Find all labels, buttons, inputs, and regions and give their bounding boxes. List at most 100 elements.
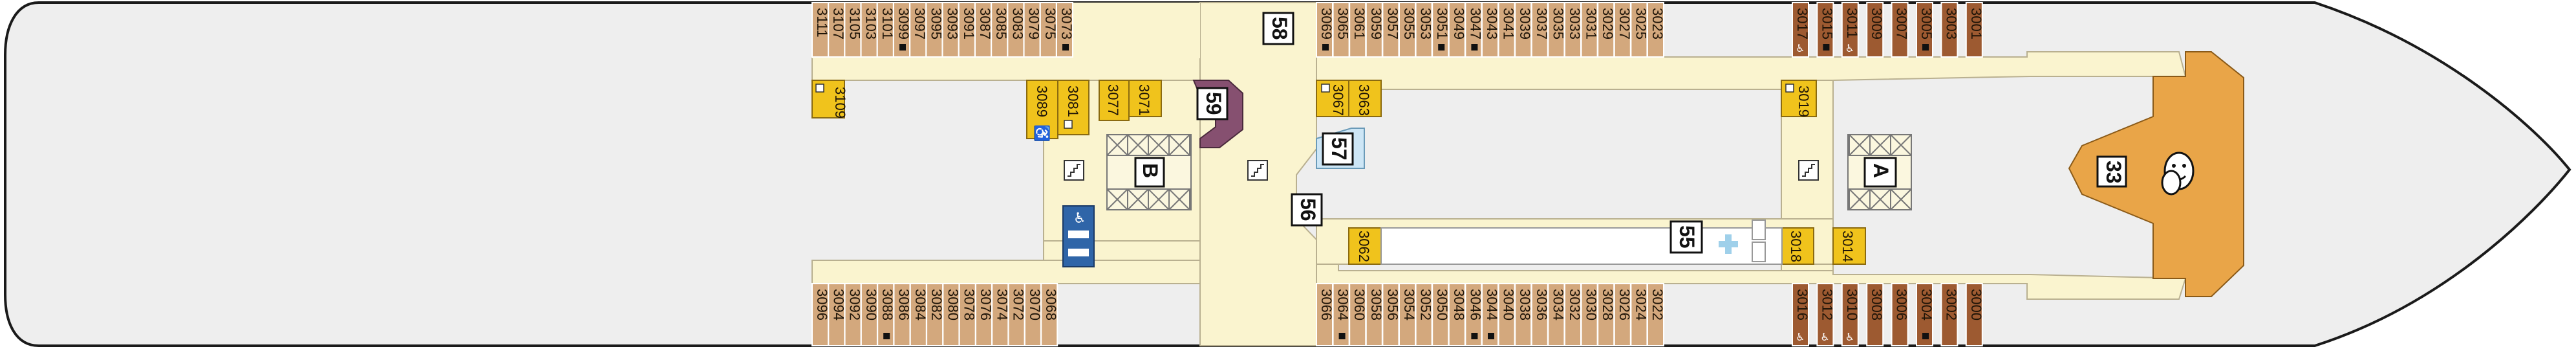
suite-3019[interactable]: 3019 [1781,80,1817,117]
suite-3089[interactable]: 3089 ♿ [1026,80,1058,142]
suite-3109[interactable]: 3109 [811,80,848,118]
cabin-3026[interactable]: 3026 [1613,283,1633,346]
cabin-3065[interactable]: 3065 [1332,2,1351,58]
area-56[interactable]: 56 [1291,193,1323,227]
suite-3018[interactable]: 3018 [1781,227,1814,265]
cabin-3000[interactable]: 3000 [1965,283,1984,346]
cabin-3046[interactable]: 3046 [1465,283,1483,346]
cabin-3101[interactable]: 3101 [876,2,896,58]
cabin-3105[interactable]: 3105 [844,2,863,58]
cabin-3048[interactable]: 3048 [1448,283,1467,346]
cabin-3052[interactable]: 3052 [1415,283,1434,346]
cabin-3084[interactable]: 3084 [909,283,928,346]
area-59[interactable]: 59 [1192,80,1243,148]
cabin-3031[interactable]: 3031 [1580,2,1600,58]
cabin-3032[interactable]: 3032 [1564,283,1583,346]
cabin-3058[interactable]: 3058 [1365,283,1384,346]
cabin-3003[interactable]: 3003 [1940,2,1959,58]
cabin-3064[interactable]: 3064 [1332,283,1351,346]
cabin-3078[interactable]: 3078 [958,283,978,346]
cabin-3034[interactable]: 3034 [1547,283,1566,346]
cabin-3085[interactable]: 3085 [991,2,1009,58]
cabin-3016[interactable]: 3016♿ [1792,283,1810,346]
cabin-3057[interactable]: 3057 [1382,2,1401,58]
cabin-3023[interactable]: 3023 [1647,2,1666,58]
cabin-3001[interactable]: 3001 [1965,2,1984,58]
cabin-3094[interactable]: 3094 [828,283,846,346]
cabin-3083[interactable]: 3083 [1007,2,1025,58]
cabin-3029[interactable]: 3029 [1597,2,1616,58]
cabin-3004[interactable]: 3004 [1916,283,1935,346]
area-57-medical[interactable]: 57 [1316,128,1365,169]
suite-3063[interactable]: 3063 [1348,80,1382,117]
cabin-3036[interactable]: 3036 [1530,283,1550,346]
cabin-3066[interactable]: 3066 [1316,283,1335,346]
cabin-3053[interactable]: 3053 [1415,2,1434,58]
cabin-3011[interactable]: 3011♿ [1841,2,1860,58]
cabin-3079[interactable]: 3079 [1023,2,1042,58]
cabin-3096[interactable]: 3096 [811,283,830,346]
cabin-3028[interactable]: 3028 [1597,283,1616,346]
area-58[interactable]: 58 [1262,12,1294,45]
cabin-3051[interactable]: 3051 [1432,2,1450,58]
cabin-3059[interactable]: 3059 [1365,2,1384,58]
cabin-3068[interactable]: 3068 [1040,283,1059,346]
cabin-3097[interactable]: 3097 [909,2,928,58]
cabin-3040[interactable]: 3040 [1497,283,1517,346]
cabin-3087[interactable]: 3087 [974,2,993,58]
cabin-3005[interactable]: 3005 [1916,2,1935,58]
cabin-3002[interactable]: 3002 [1940,283,1959,346]
cabin-3017[interactable]: 3017♿ [1792,2,1810,58]
restroom-icon[interactable]: ♿ [1062,205,1095,267]
cabin-3008[interactable]: 3008 [1866,283,1885,346]
cabin-3038[interactable]: 3038 [1514,283,1533,346]
suite-3014[interactable]: 3014 [1832,227,1866,265]
cabin-3049[interactable]: 3049 [1448,2,1467,58]
cabin-3088[interactable]: 3088 [877,283,896,346]
cabin-3044[interactable]: 3044 [1481,283,1500,346]
cabin-3037[interactable]: 3037 [1530,2,1550,58]
cabin-3043[interactable]: 3043 [1481,2,1500,58]
cabin-3111[interactable]: 3111 [811,2,830,58]
lift-a[interactable]: A [1847,134,1912,210]
cabin-3099[interactable]: 3099 [893,2,912,58]
cabin-3090[interactable]: 3090 [860,283,879,346]
cabin-3095[interactable]: 3095 [925,2,944,58]
cabin-3060[interactable]: 3060 [1349,283,1368,346]
cabin-3074[interactable]: 3074 [991,283,1010,346]
cabin-3069[interactable]: 3069 [1316,2,1335,58]
cabin-3047[interactable]: 3047 [1465,2,1483,58]
cabin-3030[interactable]: 3030 [1580,283,1600,346]
suite-3071[interactable]: 3071 [1128,80,1162,117]
cabin-3086[interactable]: 3086 [893,283,912,346]
cabin-3070[interactable]: 3070 [1024,283,1043,346]
lift-b[interactable]: B [1106,134,1192,210]
cabin-3107[interactable]: 3107 [828,2,846,58]
suite-3067[interactable]: 3067 [1316,80,1349,117]
cabin-3007[interactable]: 3007 [1891,2,1910,58]
cabin-3092[interactable]: 3092 [844,283,863,346]
cabin-3039[interactable]: 3039 [1514,2,1533,58]
cabin-3061[interactable]: 3061 [1349,2,1368,58]
cabin-3035[interactable]: 3035 [1547,2,1566,58]
cabin-3015[interactable]: 3015 [1816,2,1835,58]
cabin-3080[interactable]: 3080 [942,283,961,346]
area-55-hall[interactable]: 55 [1380,220,1783,265]
cabin-3076[interactable]: 3076 [975,283,994,346]
cabin-3027[interactable]: 3027 [1613,2,1633,58]
cabin-3033[interactable]: 3033 [1564,2,1583,58]
cabin-3073[interactable]: 3073 [1056,2,1075,58]
cabin-3041[interactable]: 3041 [1497,2,1517,58]
cabin-3006[interactable]: 3006 [1891,283,1910,346]
cabin-3082[interactable]: 3082 [926,283,945,346]
cabin-3024[interactable]: 3024 [1630,283,1649,346]
cabin-3075[interactable]: 3075 [1039,2,1058,58]
cabin-3025[interactable]: 3025 [1630,2,1649,58]
suite-3077[interactable]: 3077 [1099,80,1130,121]
cabin-3056[interactable]: 3056 [1382,283,1401,346]
suite-3081[interactable]: 3081 [1057,80,1089,135]
cabin-3103[interactable]: 3103 [860,2,879,58]
cabin-3012[interactable]: 3012♿ [1816,283,1835,346]
cabin-3093[interactable]: 3093 [941,2,961,58]
cabin-3055[interactable]: 3055 [1399,2,1417,58]
